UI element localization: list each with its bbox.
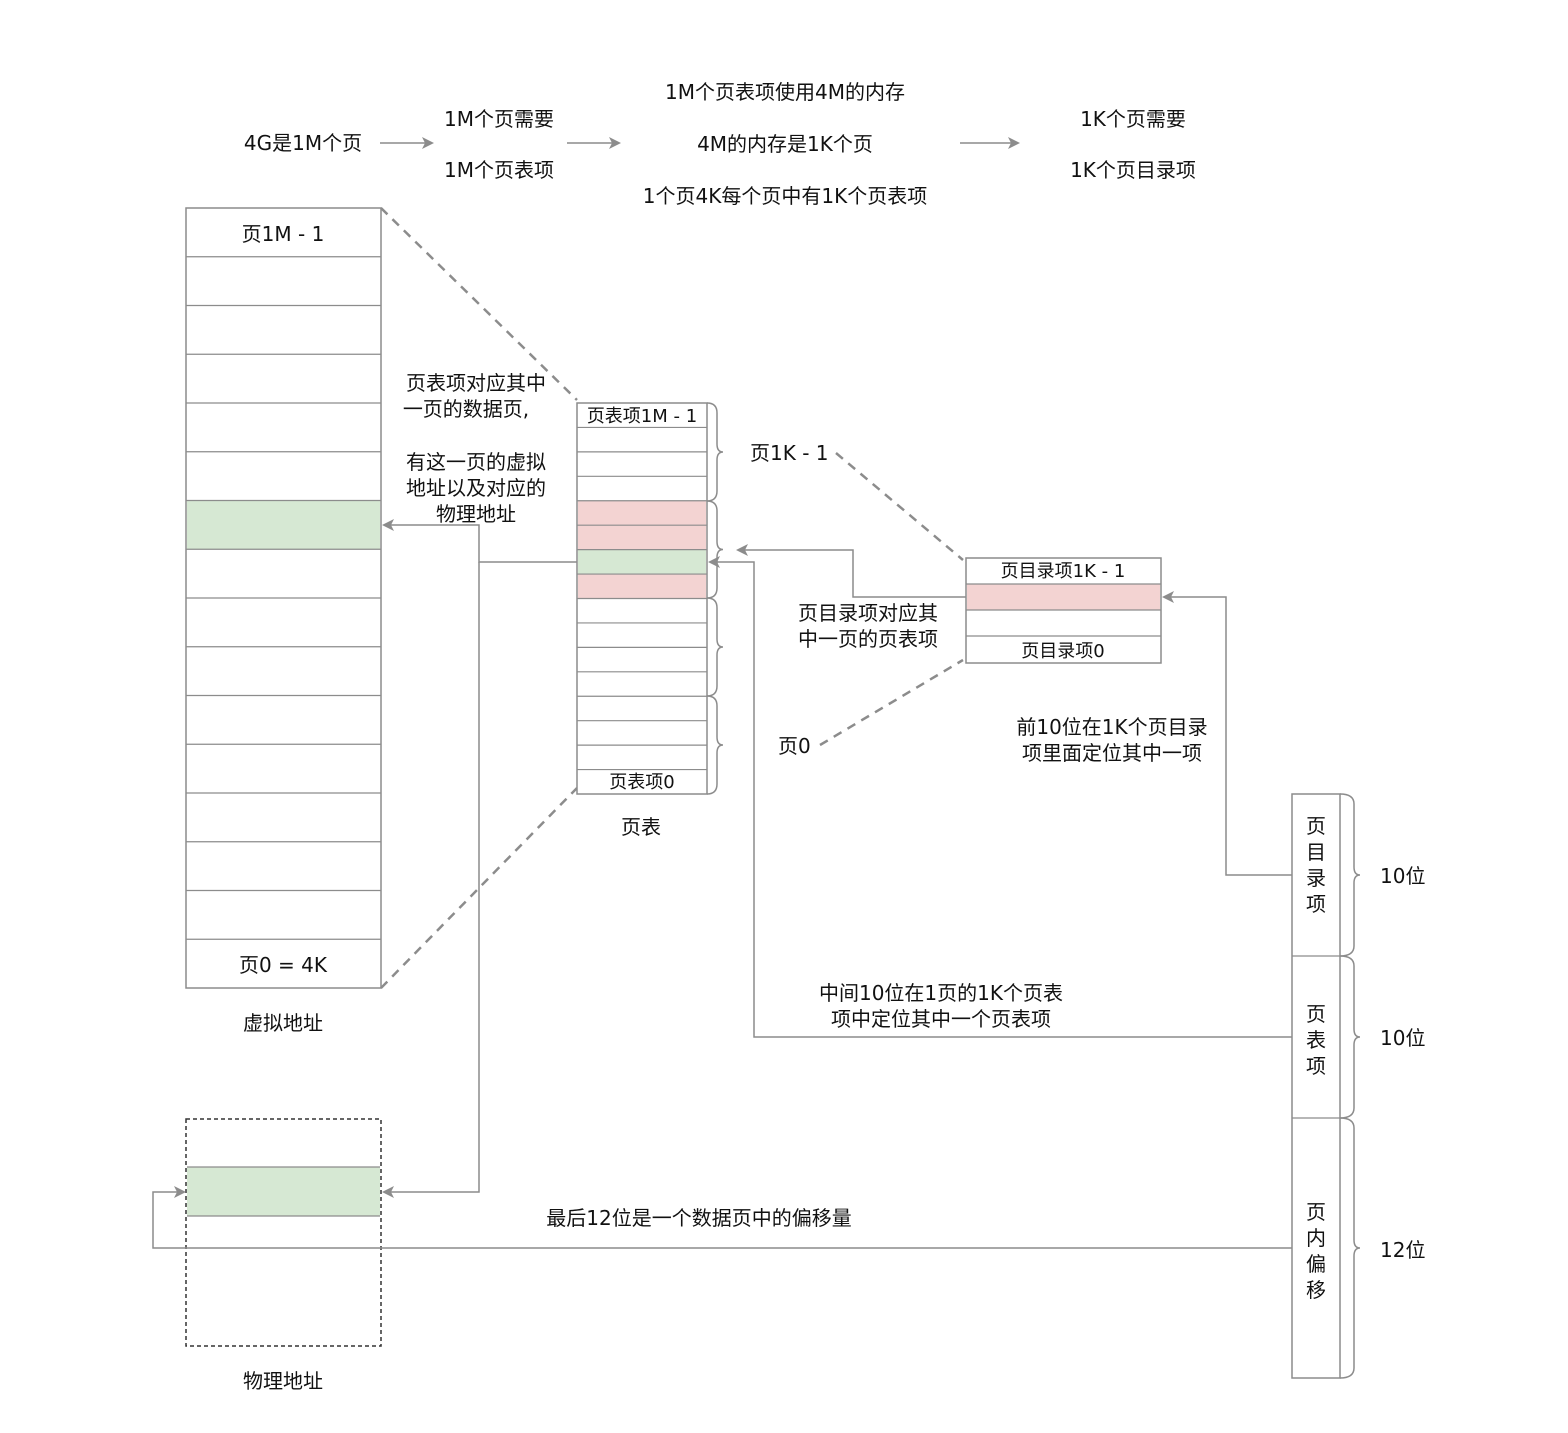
page-group-bottom-label: 页0 [778,734,811,758]
flow-step2-line2: 1M个页表项 [444,158,554,182]
pte-note-line5: 物理地址 [436,502,516,526]
page-table-braces [706,402,724,795]
field1-bits: 10位 [1380,864,1425,888]
field3-char-3: 偏 [1306,1252,1326,1276]
virtual-caption: 虚拟地址 [243,1011,323,1035]
physical-address-box [185,1118,382,1347]
pte-to-physical-arrow [382,562,480,1198]
address-bit-fields [1291,793,1361,1379]
physical-caption: 物理地址 [243,1369,323,1393]
pte-to-virtual-arrow [382,519,577,563]
field3-brace [1339,1117,1361,1379]
field1-char-2: 目 [1306,840,1326,864]
pde-to-pagetable-arrow [736,544,966,598]
flow-step3-line2: 4M的内存是1K个页 [697,132,873,156]
flow-step3-line1: 1M个页表项使用4M的内存 [665,80,905,104]
flow-step3-line3: 1个页4K每个页中有1K个页表项 [643,184,927,208]
field3-bits: 12位 [1380,1238,1425,1262]
field3-char-1: 页 [1306,1200,1326,1224]
page-table-top-label: 页表项1M - 1 [587,406,697,427]
pte-note-line4: 地址以及对应的 [406,476,546,500]
field1-char-1: 页 [1306,814,1326,838]
field2-char-2: 表 [1306,1028,1326,1052]
field1-char-3: 录 [1306,866,1326,890]
virtual-page-highlight [187,501,380,549]
field1-char-4: 项 [1306,892,1326,916]
mid10-arrow [708,556,1292,1038]
pde-note-line2: 中一页的页表项 [798,627,938,651]
pte-note-line3: 有这一页的虚拟 [406,450,546,474]
page-group-brace [706,597,724,697]
field3-char-2: 内 [1306,1226,1326,1250]
field2-char-3: 项 [1306,1054,1326,1078]
page-group-brace [706,500,724,599]
mid10-note-line2: 项中定位其中一个页表项 [831,1007,1051,1031]
page-group-brace [706,402,724,502]
last12-note: 最后12位是一个数据页中的偏移量 [546,1206,851,1230]
first10-note-line2: 项里面定位其中一项 [1022,741,1202,765]
virtual-address-column [185,207,382,989]
flow-step1: 4G是1M个页 [244,131,362,155]
field3-char-4: 移 [1306,1278,1326,1302]
physical-page-highlight [187,1167,380,1216]
field2-bits: 10位 [1380,1026,1425,1050]
page-table-entry-highlight [578,525,706,550]
virtual-top-label: 页1M - 1 [242,222,325,246]
field2-char-1: 页 [1306,1002,1326,1026]
first10-note-line1: 前10位在1K个页目录 [1016,715,1207,739]
page-group-brace [706,695,724,795]
page-group-top-label: 页1K - 1 [750,441,829,465]
mid10-note-line1: 中间10位在1页的1K个页表 [819,981,1063,1005]
flow-step2-line1: 1M个页需要 [444,107,554,131]
page-table-entry-highlight [578,549,706,575]
page-table-entry-highlight [578,574,706,599]
page-table-column [576,402,708,795]
flow-step4-line2: 1K个页目录项 [1070,158,1196,182]
first10-arrow [1162,591,1292,876]
page-directory [965,557,1162,664]
last12-arrow [152,1186,1292,1249]
pte-note-line1: 页表项对应其中 [406,371,546,395]
virtual-bottom-label: 页0 = 4K [239,953,328,977]
field2-brace [1339,955,1361,1119]
dir-zoom-line-top [835,452,964,561]
page-table-caption: 页表 [621,815,661,839]
page-directory-top-label: 页目录项1K - 1 [1001,561,1126,582]
zoom-line-top [380,207,578,401]
page-directory-bottom-label: 页目录项0 [1021,641,1104,662]
pte-note-line2: 一页的数据页, [403,397,529,421]
page-directory-highlight [967,584,1160,610]
field1-brace [1339,793,1361,957]
page-table-entry-highlight [578,500,706,526]
dir-zoom-line-bottom [819,658,964,747]
pde-note-line1: 页目录项对应其 [798,601,938,625]
flow-step4-line1: 1K个页需要 [1080,107,1186,131]
page-table-bottom-label: 页表项0 [609,772,674,793]
